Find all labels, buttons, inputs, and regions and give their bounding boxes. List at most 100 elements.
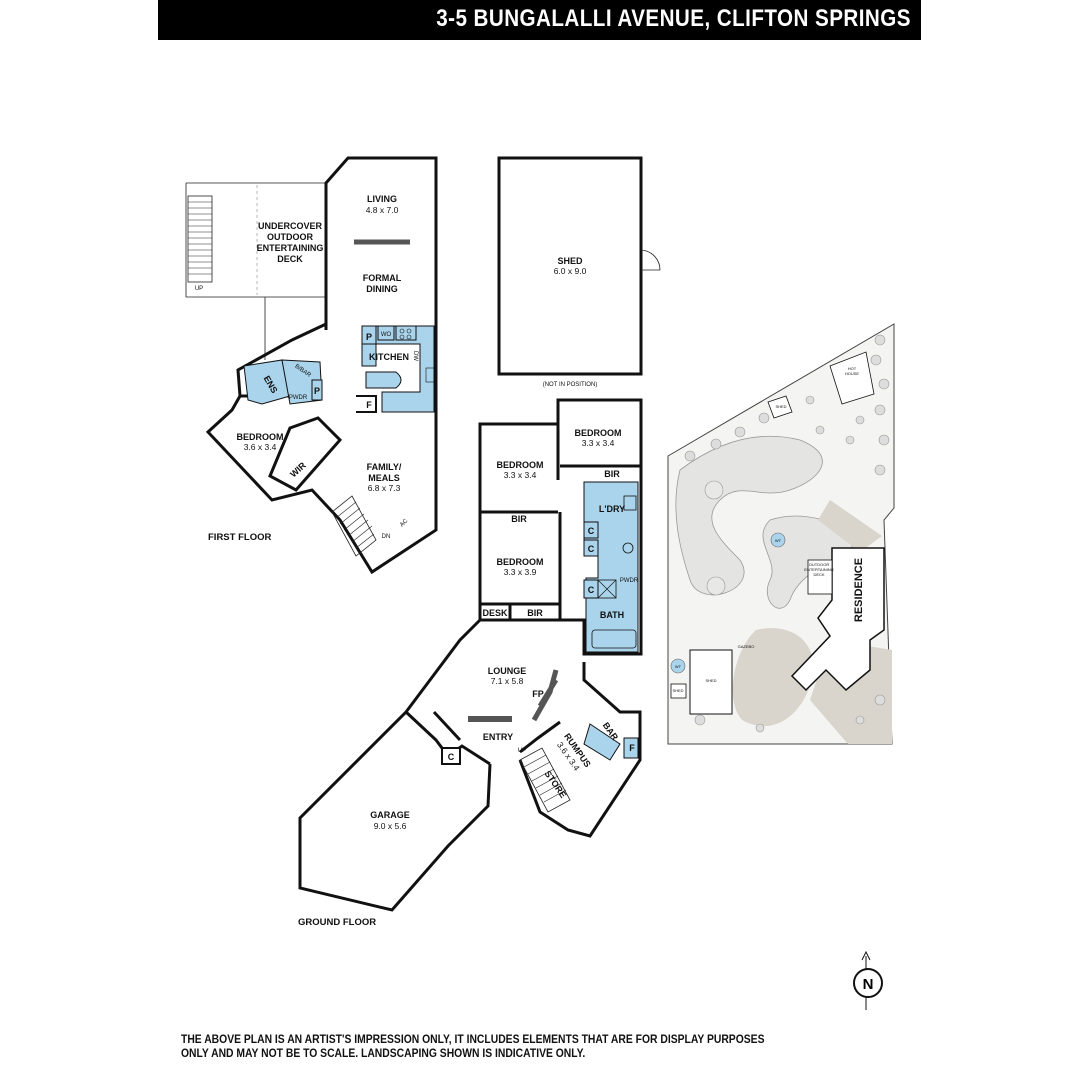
first-floor-label: FIRST FLOOR xyxy=(208,532,271,543)
title-bar: 3-5 BUNGALALLI AVENUE, CLIFTON SPRINGS xyxy=(158,0,921,40)
site-deck xyxy=(807,559,833,595)
store-stairs xyxy=(519,747,571,813)
rumpus-walls xyxy=(518,662,642,838)
fp-label: FP xyxy=(532,689,544,699)
bir3-label: BIR xyxy=(527,608,543,618)
shed-door xyxy=(640,249,661,271)
desk-label: DESK xyxy=(482,608,508,618)
ensuite-area xyxy=(243,359,291,405)
bedroom-wing-partitions xyxy=(480,424,641,620)
cooktop xyxy=(395,325,417,341)
site-deck-label-2: ENTERTAINING xyxy=(804,567,833,572)
compass-label: N xyxy=(863,976,874,993)
kitchen-island xyxy=(365,371,402,389)
laundry-tub xyxy=(623,495,637,511)
shower xyxy=(597,579,617,599)
living-dim: 4.8 x 7.0 xyxy=(366,205,399,215)
compass-arrow xyxy=(861,950,871,961)
bedroom-label: BEDROOM xyxy=(237,432,284,442)
pwdr-wc xyxy=(622,542,634,554)
residence-outline xyxy=(790,547,885,692)
family-label-2: MEALS xyxy=(368,473,400,483)
family-label-1: FAMILY/ xyxy=(367,462,402,472)
pantry-box xyxy=(361,325,377,345)
water-tank-1-label: WT xyxy=(675,664,682,669)
living-label: LIVING xyxy=(367,194,397,204)
small-shed-2 xyxy=(670,683,687,699)
ldry-label: L'DRY xyxy=(599,504,625,514)
compass: N xyxy=(853,950,883,1010)
entry-up-label: UP xyxy=(518,748,526,754)
bar-area xyxy=(583,723,621,761)
bathtub xyxy=(591,629,637,649)
cupboard-c2 xyxy=(583,539,599,557)
bed2-label: BEDROOM xyxy=(575,428,622,438)
water-tank-1 xyxy=(670,658,686,674)
hot-house xyxy=(829,351,875,405)
pwdr-label: PWDR xyxy=(289,395,308,401)
small-shed-label: SHED xyxy=(775,404,786,409)
deck-label-2: OUTDOOR xyxy=(267,232,313,242)
wir-label: WIR xyxy=(288,460,308,479)
bed2-dim: 3.3 x 3.4 xyxy=(582,438,615,448)
bed3-label: BEDROOM xyxy=(497,557,544,567)
cupboard-c1 xyxy=(583,521,599,539)
shed-note: (NOT IN POSITION) xyxy=(543,382,598,388)
wir-walls xyxy=(268,416,343,492)
bed1-dim: 3.3 x 3.4 xyxy=(504,470,537,480)
ground-floor-label: GROUND FLOOR xyxy=(298,917,376,928)
coat-cupboard-label: C xyxy=(448,752,455,762)
hot-house-label-2: HOUSE xyxy=(845,371,860,376)
bir1-label: BIR xyxy=(511,514,527,524)
disclaimer-line-2: ONLY AND MAY NOT BE TO SCALE. LANDSCAPIN… xyxy=(181,1048,586,1060)
entry-screen xyxy=(468,716,512,722)
first-floor-plan: UNDERCOVER OUTDOOR ENTERTAINING DECK LIV… xyxy=(185,156,438,575)
c3-label: C xyxy=(588,585,595,595)
pantry-label: P xyxy=(366,332,372,342)
bedroom-dim: 3.6 x 3.4 xyxy=(244,442,277,452)
lounge-label: LOUNGE xyxy=(488,666,527,676)
water-tank-2 xyxy=(770,532,786,548)
pantry-2-label: P xyxy=(314,386,320,396)
formal-label-1: FORMAL xyxy=(363,273,402,283)
c2-label: C xyxy=(588,544,595,554)
wo-label: WO xyxy=(381,332,392,338)
small-shed-2-label: SHED xyxy=(672,688,683,693)
pantry-2 xyxy=(311,379,323,401)
fireplace xyxy=(531,669,559,722)
kitchen-label: KITCHEN xyxy=(369,352,409,362)
entry-label: ENTRY xyxy=(483,732,513,742)
compass-circle xyxy=(853,968,883,998)
fridge-space xyxy=(356,395,377,413)
pwdr-label-gf: PWDR xyxy=(620,578,639,584)
shed-walls xyxy=(497,156,643,376)
page-title: 3-5 BUNGALALLI AVENUE, CLIFTON SPRINGS xyxy=(436,5,911,32)
bath-label: BATH xyxy=(600,610,624,620)
gazebo-label: GAZEBO xyxy=(738,644,755,649)
first-floor-stairs xyxy=(331,495,377,557)
residence-label: RESIDENCE xyxy=(853,558,865,622)
family-dim: 6.8 x 7.3 xyxy=(368,483,401,493)
ac-label: AC xyxy=(399,518,410,529)
small-shed xyxy=(767,395,793,419)
ground-floor-plan: BEDROOM 3.3 x 3.4 BEDROOM 3.3 x 3.4 BEDR… xyxy=(298,398,643,928)
bed3-dim: 3.3 x 3.9 xyxy=(504,567,537,577)
coat-cupboard xyxy=(441,747,461,765)
rumpus-fridge-label: F xyxy=(629,743,635,753)
wo-box xyxy=(377,325,395,341)
garage-dim: 9.0 x 5.6 xyxy=(374,821,407,831)
c1-label: C xyxy=(588,526,595,536)
site-plan: RESIDENCE OUTDOOR ENTERTAINING DECK HOT … xyxy=(667,323,895,745)
dn-label: DN xyxy=(382,534,391,540)
paving-path xyxy=(818,500,882,552)
shed-plan: SHED 6.0 x 9.0 (NOT IN POSITION) xyxy=(497,156,661,388)
deck-up-label: UP xyxy=(195,286,203,292)
site-shed-label: SHED xyxy=(705,678,716,683)
dw-label: DW xyxy=(412,351,418,361)
fridge-label: F xyxy=(366,400,372,410)
site-deck-label-3: DECK xyxy=(813,572,824,577)
hot-house-label-1: HOT xyxy=(848,366,857,371)
first-floor-walls xyxy=(205,156,438,575)
deck-stairs xyxy=(187,195,213,283)
lounge-dim: 7.1 x 5.8 xyxy=(491,676,524,686)
